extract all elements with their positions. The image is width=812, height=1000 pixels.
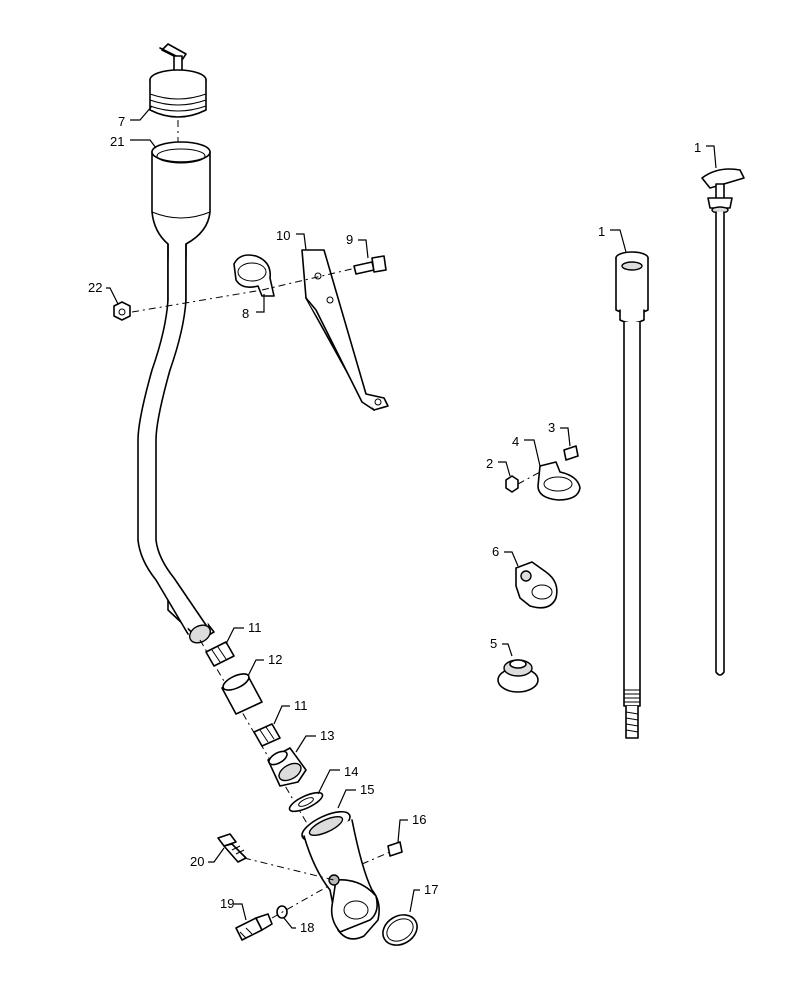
- callout-8: 8: [242, 306, 249, 321]
- callout-22: 22: [88, 280, 102, 295]
- fitting: [235, 913, 273, 941]
- adapter: [267, 747, 307, 787]
- callout-15: 15: [360, 782, 374, 797]
- callout-19: 19: [220, 896, 234, 911]
- cushion-clamp: [515, 561, 558, 609]
- callout-4: 4: [512, 434, 519, 449]
- set-screw: [387, 841, 403, 857]
- callout-16: 16: [412, 812, 426, 827]
- leader-lines: [106, 105, 717, 929]
- plug: [497, 659, 539, 693]
- callout-12: 12: [268, 652, 282, 667]
- callout-17: 17: [424, 882, 438, 897]
- hose-fitting-upper: [205, 641, 235, 667]
- callout-5: 5: [490, 636, 497, 651]
- flange-bolt: [353, 255, 387, 275]
- tube-clamp: [233, 254, 275, 297]
- callout-20: 20: [190, 854, 204, 869]
- p-clamp: [537, 461, 581, 501]
- callout-1-dipstick: 1: [694, 140, 701, 155]
- callout-14: 14: [344, 764, 358, 779]
- callout-6: 6: [492, 544, 499, 559]
- filler-tube: [137, 141, 215, 644]
- hose-fitting-lower: [253, 723, 281, 747]
- callout-11-upper: 11: [248, 620, 262, 635]
- cap-screw: [563, 445, 579, 461]
- gasket: [288, 791, 324, 813]
- elbow: [301, 810, 380, 940]
- dipstick: [701, 168, 745, 676]
- callout-2: 2: [486, 456, 493, 471]
- o-ring: [382, 914, 418, 946]
- callout-labels: 7 21 22 8 10 9 1 1 2 4 3 6 5 11 12 11 13…: [88, 114, 701, 935]
- callout-9: 9: [346, 232, 353, 247]
- callout-11-lower: 11: [294, 698, 308, 713]
- coupling-sleeve: [221, 673, 263, 715]
- flange-bolt-lower: [217, 833, 247, 863]
- callout-10: 10: [276, 228, 290, 243]
- mounting-bracket: [301, 249, 389, 411]
- callout-3: 3: [548, 420, 555, 435]
- callout-21: 21: [110, 134, 124, 149]
- filler-cap: [149, 43, 207, 150]
- callout-18: 18: [300, 920, 314, 935]
- callout-1-tube: 1: [598, 224, 605, 239]
- callout-7: 7: [118, 114, 125, 129]
- hex-nut: [505, 475, 519, 493]
- dipstick-tube: [615, 251, 649, 739]
- callout-13: 13: [320, 728, 334, 743]
- flange-nut: [113, 301, 131, 321]
